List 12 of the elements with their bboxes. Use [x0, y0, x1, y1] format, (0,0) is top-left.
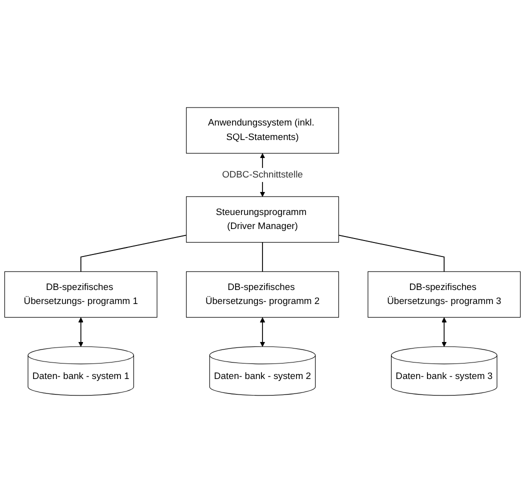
connector: [338, 234, 445, 272]
node-box: Anwendungssystem (inkl. SQL-Statements): [186, 106, 339, 154]
arrow: [260, 316, 266, 346]
node-box: Steuerungsprogramm (Driver Manager): [186, 196, 339, 242]
node-box: DB-spezifisches Übersetzungs- programm 3: [368, 270, 521, 318]
connector: [262, 241, 263, 272]
node-box: DB-spezifisches Übersetzungs- programm 2: [186, 270, 339, 318]
connector: [80, 234, 187, 272]
edge-label: ODBC-Schnittstelle: [222, 169, 303, 180]
node-box: DB-spezifisches Übersetzungs- programm 1: [4, 270, 158, 318]
arrow: [442, 316, 447, 346]
arrow: [78, 316, 84, 346]
